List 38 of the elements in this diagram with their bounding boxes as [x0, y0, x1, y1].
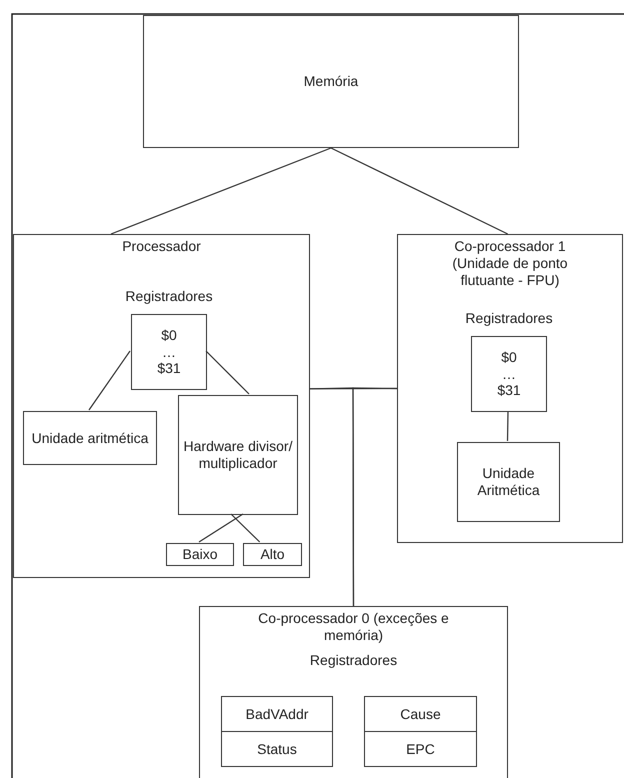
unit-title: Co-processador 0 (exceções e memória) [257, 610, 450, 644]
high-register-box [243, 543, 302, 566]
register-name: BadVAddr [246, 706, 308, 722]
register-cell [221, 696, 333, 732]
connector-line [330, 147, 508, 235]
register-name: Status [257, 740, 297, 758]
low-register-box [166, 543, 234, 566]
register-range: $0 … $31 [496, 348, 522, 400]
connector-line [88, 350, 130, 410]
arithmetic-unit-box [23, 411, 157, 465]
box-label: Alto [260, 546, 285, 563]
section-heading: Registradores [464, 310, 554, 327]
register-cell [221, 731, 333, 767]
coprocessor-box [199, 606, 508, 778]
connector-line [230, 514, 260, 542]
register-range: $0 … $31 [156, 326, 182, 378]
arithmetic-unit-box [457, 442, 560, 522]
memory-box [143, 15, 519, 148]
connector-line [506, 410, 509, 442]
box-label: Memória [304, 73, 358, 90]
connector-line [110, 147, 332, 235]
unit-title: Co-processador 1 (Unidade de ponto flutuante - FPU) [451, 238, 569, 288]
connector-line [198, 514, 244, 542]
connector-line [206, 350, 250, 394]
unit-title: Processador [122, 238, 201, 255]
connector-line [352, 387, 397, 606]
coprocessor-box [397, 234, 623, 543]
register-name: EPC [406, 740, 435, 758]
register-cell [364, 731, 477, 767]
section-heading: Registradores [310, 652, 398, 668]
register-cell [364, 696, 477, 732]
processor-box [13, 234, 310, 578]
box-label: Unidade Aritmética [476, 465, 541, 499]
box-label: Baixo [182, 546, 218, 563]
section-heading: Registradores [124, 288, 214, 305]
box-label: Unidade aritmética [32, 430, 148, 446]
register-name: Cause [400, 706, 441, 722]
box-label: Hardware divisor/ multiplicador [182, 438, 294, 472]
